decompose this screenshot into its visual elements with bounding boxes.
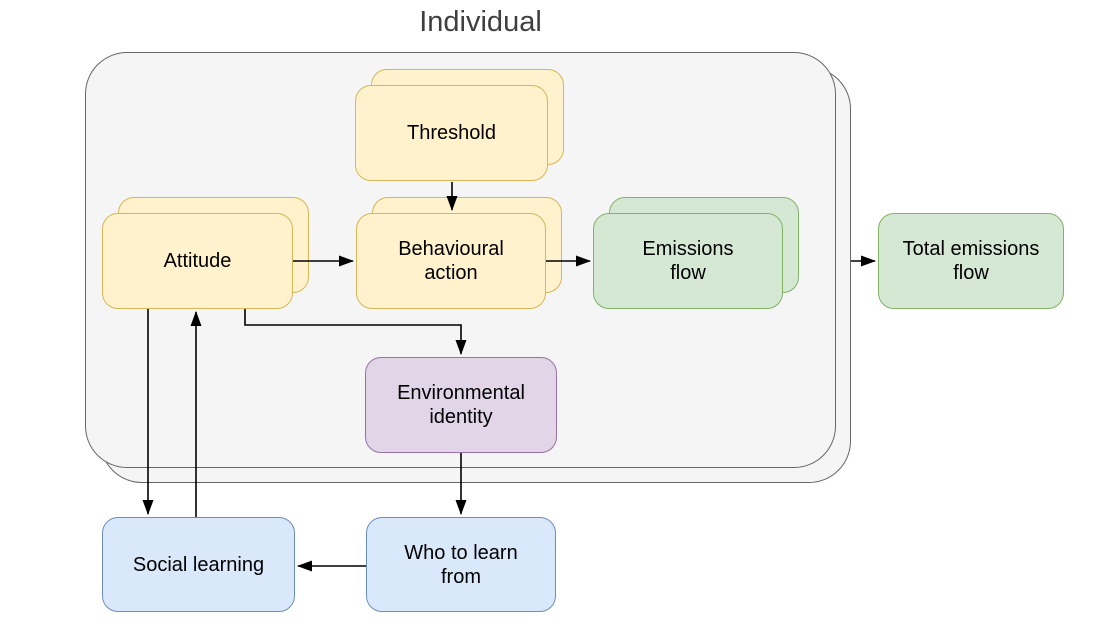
group-title: Individual	[419, 6, 542, 38]
total-emissions-flow-label: Total emissions flow	[902, 238, 1040, 284]
who-to-learn-from-label: Who to learn from	[404, 541, 518, 588]
social-learning-box: Social learning	[102, 517, 295, 612]
threshold-box: Threshold	[355, 85, 548, 181]
total-emissions-flow-box: Total emissions flow	[878, 213, 1064, 309]
environmental-identity-label: Environmental identity	[397, 382, 525, 428]
emissions-flow-box: Emissions flow	[593, 213, 783, 309]
behavioural-action-label: Behavioural action	[398, 238, 504, 284]
attitude-label: Attitude	[163, 250, 232, 272]
emissions-flow-label: Emissions flow	[642, 238, 734, 284]
attitude-box: Attitude	[102, 213, 293, 309]
social-learning-label: Social learning	[132, 553, 265, 576]
behavioural-action-box: Behavioural action	[356, 213, 546, 309]
environmental-identity-box: Environmental identity	[365, 357, 557, 453]
who-to-learn-from-box: Who to learn from	[366, 517, 556, 612]
threshold-label: Threshold	[407, 122, 496, 144]
